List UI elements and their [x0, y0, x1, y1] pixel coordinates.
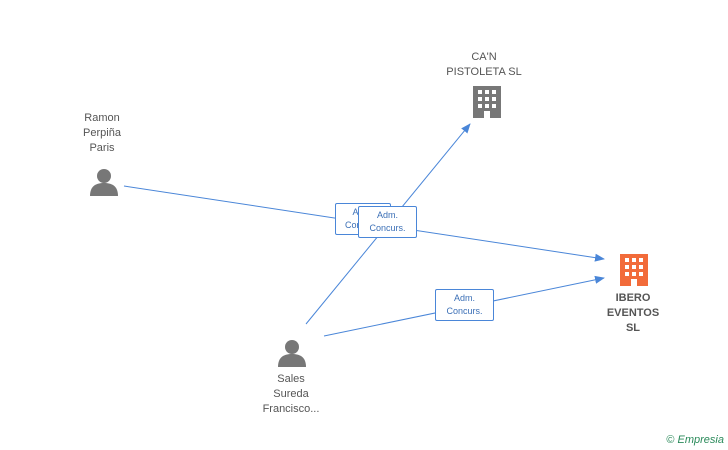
- node-label-ibero[interactable]: IBERO EVENTOS SL: [606, 292, 660, 334]
- copyright-symbol: ©: [666, 434, 675, 446]
- building-icon[interactable]: [473, 86, 501, 118]
- node-label-sales[interactable]: Sales Sureda Francisco...: [262, 373, 320, 415]
- node-label-ramon[interactable]: Ramon Perpiña Paris: [83, 112, 121, 154]
- watermark: ©Empresia: [666, 434, 724, 446]
- person-icon[interactable]: [90, 169, 118, 196]
- node-label-can-pistoleta[interactable]: CA'N PISTOLETA SL: [446, 51, 522, 78]
- brand-logo-text: Empresia: [677, 434, 724, 446]
- edge-label-sales-can-pistoleta: Adm. Concurs.: [358, 206, 417, 238]
- person-icon[interactable]: [278, 340, 306, 367]
- edge-label-sales-ibero: Adm. Concurs.: [435, 289, 494, 321]
- building-icon[interactable]: [620, 254, 648, 286]
